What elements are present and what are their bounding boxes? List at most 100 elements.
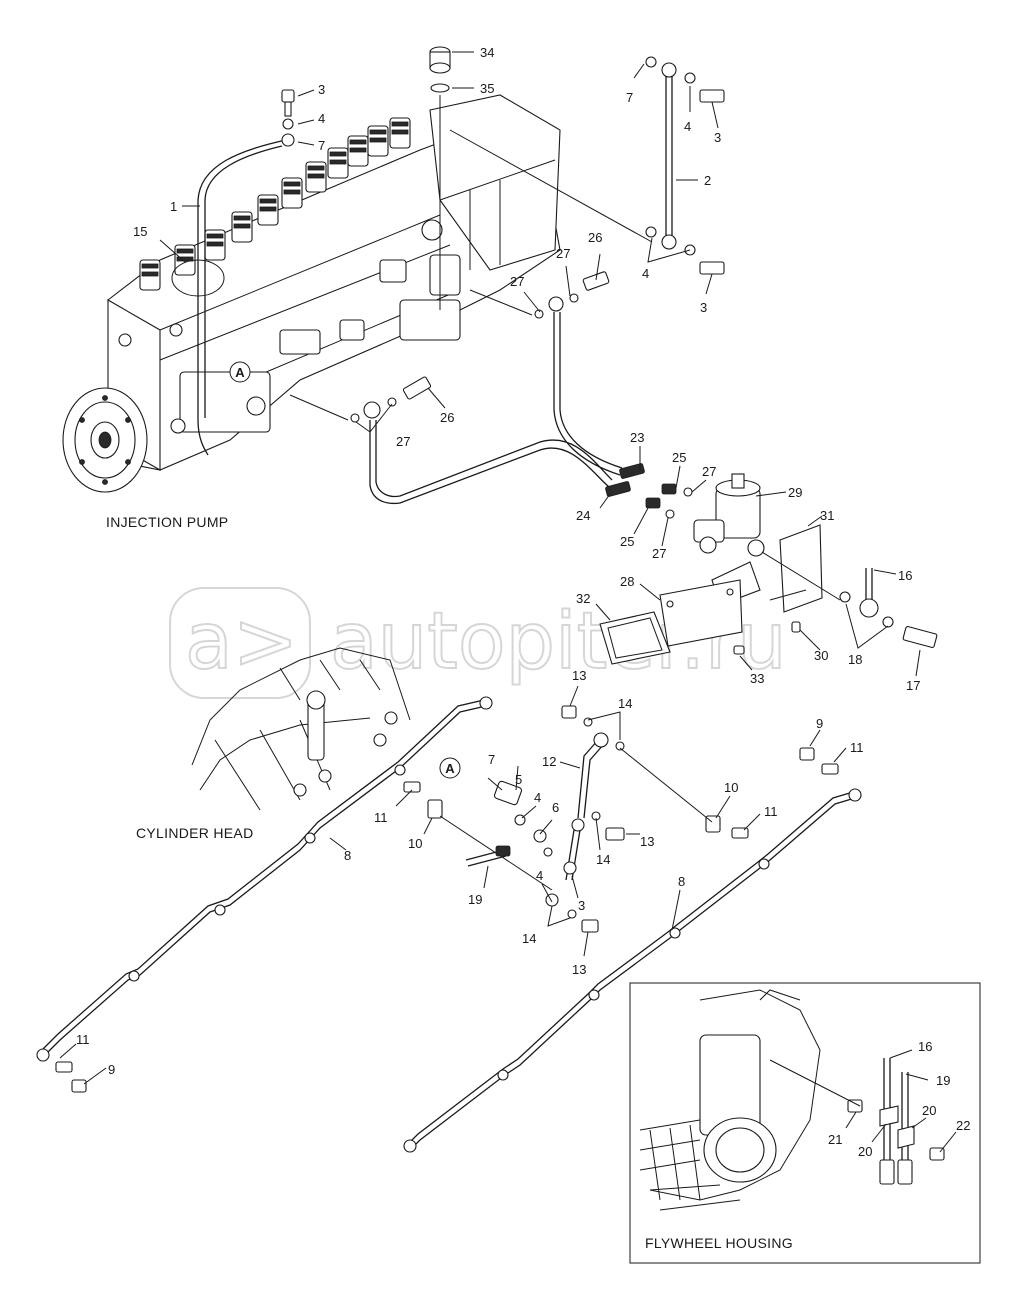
- fitting-5-7: [493, 780, 553, 857]
- fitting-24: [605, 481, 631, 497]
- callout-4: 4: [684, 119, 691, 134]
- callout-30: 30: [814, 648, 828, 663]
- pipe-8-left: [36, 696, 493, 1093]
- callout-11: 11: [850, 740, 864, 755]
- cylinder-head: [191, 647, 411, 811]
- pump-fittings: [118, 219, 461, 434]
- callout-3: 3: [714, 130, 721, 145]
- bolt-30: [791, 621, 801, 633]
- callout-5: 5: [515, 772, 522, 787]
- svg-text:A: A: [235, 365, 245, 380]
- callout-35: 35: [480, 81, 494, 96]
- callout-11: 11: [374, 810, 388, 825]
- callout-29: 29: [788, 485, 802, 500]
- callout-27: 27: [556, 246, 570, 261]
- callout-14: 14: [596, 852, 610, 867]
- callout-7: 7: [318, 138, 325, 153]
- fitting-25: [645, 483, 693, 519]
- callout-9: 9: [108, 1062, 115, 1077]
- bracket-31: [769, 524, 823, 613]
- banjo-26-27-mid: [350, 376, 432, 423]
- callout-8: 8: [678, 874, 685, 889]
- callout-34: 34: [480, 45, 494, 60]
- callout-33: 33: [750, 671, 764, 686]
- callout-31: 31: [820, 508, 834, 523]
- fitting-10-left: [427, 799, 443, 819]
- callout-3: 3: [318, 82, 325, 97]
- return-pipe-2: [369, 420, 611, 505]
- banjo-26-27-top: [534, 271, 610, 319]
- bolt-33: [733, 645, 745, 655]
- callout-13: 13: [640, 834, 654, 849]
- cover-28: [659, 579, 743, 647]
- delivery-valves: [139, 117, 411, 291]
- return-pipe: [553, 312, 621, 476]
- callout-10: 10: [724, 780, 738, 795]
- callout-11: 11: [764, 804, 778, 819]
- callout-10: 10: [408, 836, 422, 851]
- callout-labels: 34 35 3 4 7 1 15 7 4 3 2 4 3 26 27 27 26…: [76, 45, 970, 1159]
- gasket-32: [599, 611, 671, 665]
- callout-9: 9: [816, 716, 823, 731]
- leak-off-pipe-1: [197, 139, 287, 456]
- callout-4: 4: [534, 790, 541, 805]
- callout-20: 20: [922, 1103, 936, 1118]
- svg-text:A: A: [445, 761, 455, 776]
- callout-21: 21: [828, 1132, 842, 1147]
- callout-7: 7: [488, 752, 495, 767]
- callout-12: 12: [542, 754, 556, 769]
- pipe-19-low: [465, 845, 511, 867]
- caption-cylinder-head: CYLINDER HEAD: [136, 825, 253, 841]
- callout-27: 27: [510, 274, 524, 289]
- callout-25: 25: [672, 450, 686, 465]
- injection-pump: [62, 94, 561, 493]
- callout-26: 26: [588, 230, 602, 245]
- callout-2: 2: [704, 173, 711, 188]
- svg-text:a>: a>: [185, 597, 298, 687]
- callout-4: 4: [536, 868, 543, 883]
- fitting-23: [619, 463, 645, 479]
- callout-27: 27: [396, 434, 410, 449]
- marker-a-low: A: [439, 757, 461, 779]
- callout-25: 25: [620, 534, 634, 549]
- callout-24: 24: [576, 508, 590, 523]
- washer-35: [430, 83, 450, 93]
- clip-15: [171, 259, 225, 297]
- callout-16: 16: [898, 568, 912, 583]
- caption-flywheel-housing: FLYWHEEL HOUSING: [645, 1235, 793, 1251]
- caption-injection-pump: INJECTION PUMP: [106, 514, 228, 530]
- banjo-bolt-3-top: [281, 89, 295, 147]
- callout-11: 11: [76, 1032, 90, 1047]
- callout-8: 8: [344, 848, 351, 863]
- callout-4: 4: [642, 266, 649, 281]
- callout-18: 18: [848, 652, 862, 667]
- callout-3: 3: [578, 898, 585, 913]
- pipe-2: [645, 56, 725, 275]
- drive-flange: [62, 387, 148, 493]
- callout-13: 13: [572, 668, 586, 683]
- leader-lines: [59, 51, 957, 1153]
- callout-7: 7: [626, 90, 633, 105]
- callout-27: 27: [652, 546, 666, 561]
- flywheel-housing-inset: [629, 982, 981, 1264]
- callout-20: 20: [858, 1144, 872, 1159]
- callout-1: 1: [170, 199, 177, 214]
- callout-15: 15: [133, 224, 147, 239]
- callout-32: 32: [576, 591, 590, 606]
- callout-3: 3: [700, 300, 707, 315]
- marker-a-top: A: [229, 361, 251, 383]
- banjo-16-18: [839, 568, 938, 649]
- callout-28: 28: [620, 574, 634, 589]
- callout-13: 13: [572, 962, 586, 977]
- callout-19: 19: [468, 892, 482, 907]
- callout-19: 19: [936, 1073, 950, 1088]
- callout-26: 26: [440, 410, 454, 425]
- callout-14: 14: [618, 696, 632, 711]
- callout-16: 16: [918, 1039, 932, 1054]
- callout-23: 23: [630, 430, 644, 445]
- callout-27: 27: [702, 464, 716, 479]
- callout-14: 14: [522, 931, 536, 946]
- pipe-8-right: [403, 747, 862, 1153]
- callout-17: 17: [906, 678, 920, 693]
